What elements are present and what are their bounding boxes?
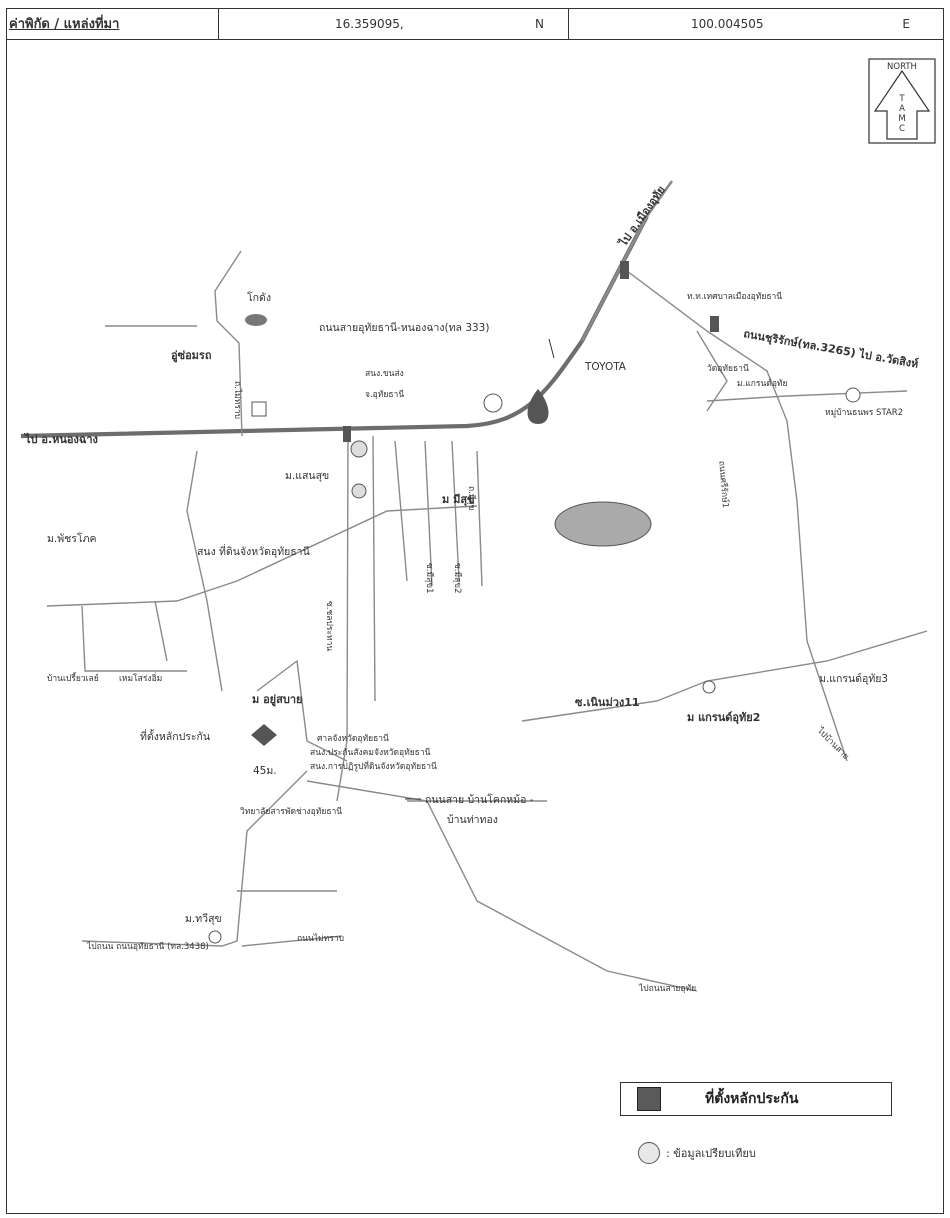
label-land-reform: สนง.การปฏิรูปที่ดินจังหวัดอุทัยธานี <box>310 760 437 772</box>
longitude-value: 100.004505 <box>691 16 764 31</box>
label-road-kok: ถนนสาย บ้านโคกหม้อ - <box>425 793 534 806</box>
label-u-som: อู่ซ่อมรถ <box>171 349 212 363</box>
label-collateral-site: ที่ตั้งหลักประกัน <box>140 729 210 743</box>
compare-circle-icon <box>638 1142 660 1164</box>
north-arrow: NORTH T A M C <box>868 58 936 144</box>
label-social-security: สนง.ประกันสังคมจังหวัดอุทัยธานี <box>310 747 431 758</box>
label-road-meesuk: ถ.มีสุข <box>466 486 477 511</box>
header-label: ค่าพิกัด / แหล่งที่มา <box>9 17 120 32</box>
landmark-block <box>343 426 351 442</box>
label-to-nongchang: ไป อ.หนองฉาง <box>23 432 98 446</box>
coordinate-header: ค่าพิกัด / แหล่งที่มา 16.359095, N 100.0… <box>6 8 944 40</box>
label-kokdang: โกดัง <box>247 291 271 304</box>
honda-icon <box>251 401 267 417</box>
collateral-site-marker <box>251 724 277 746</box>
collateral-legend: ที่ตั้งหลักประกัน <box>620 1082 892 1116</box>
label-court: ศาลจังหวัดอุทัยธานี <box>317 733 389 744</box>
label-road333: ถนนสายอุทัยธานี-หนองฉาง(ทล 333) <box>319 321 489 334</box>
compare-marker <box>351 483 367 499</box>
label-m-taweesuk: ม.ทวีสุข <box>185 912 222 925</box>
compass-letter: M <box>898 114 905 124</box>
road333-pointer <box>548 338 555 359</box>
label-village-star: หมู่บ้านธนพร STAR2 <box>825 407 903 418</box>
village-icon <box>208 930 222 944</box>
label-soi-noen: ซ.เนินม่วง11 <box>575 696 640 709</box>
landmark-block <box>710 316 719 332</box>
road-network <box>20 180 928 992</box>
label-soi-road: ถ.ไม่ทราบ <box>232 381 243 419</box>
compare-marker <box>350 440 368 458</box>
label-m-yusabai: ม อยู่สบาย <box>252 693 302 707</box>
location-map: NORTH T A M C <box>20 58 936 994</box>
map-labels: โกดัง อู่ซ่อมรถ ถนนสายอุทัยธานี-หนองฉาง(… <box>23 183 920 994</box>
village-icon <box>845 387 861 403</box>
map-frame <box>6 8 944 1214</box>
compare-legend: : ข้อมูลเปรียบเทียบ <box>638 1142 756 1164</box>
label-police-bottom: จ.อุทัยธานี <box>365 389 404 400</box>
longitude-cell: 100.004505 E <box>569 8 944 39</box>
label-m-saensuk: ม.แสนสุข <box>285 470 329 482</box>
landmark-block <box>620 261 629 279</box>
label-muangnoi: บ้านเปรี้ยวเลย์ <box>47 672 99 684</box>
compass-letter: T <box>898 94 905 104</box>
label-police-top: สนง.ขนส่ง <box>365 369 404 379</box>
label-municipality: ท.ท.เทศบาลเมืองอุทัยธานี <box>687 291 782 302</box>
label-m-grand2: ม แกรนด์อุทัย2 <box>687 711 760 725</box>
latitude-direction: N <box>535 16 544 31</box>
label-soi-meesuk2: ซ.มีสุข2 <box>452 563 463 593</box>
label-m-pattana: ม.พัชรโภค <box>47 532 97 545</box>
header-label-cell: ค่าพิกัด / แหล่งที่มา <box>6 8 219 39</box>
label-road-kok2: บ้านท่าทอง <box>447 814 498 826</box>
label-road-ak: ถนนศรีรักษ์1 <box>716 460 731 508</box>
label-to-city: ไป อ.เมืองอุทัย <box>615 183 669 251</box>
label-m-grand3: ม.แกรนด์อุทัย3 <box>819 672 888 685</box>
compass-letter: C <box>899 124 905 134</box>
longitude-direction: E <box>902 16 910 31</box>
label-temple: วัดอุทัยธานี <box>707 363 749 374</box>
label-bottom-road: ไปถนน ถนนอุทัยธานี (ทล.3438) <box>86 941 209 952</box>
label-road-3265: ถนนชุริรักษ์(ทล.3265) ไป อ.วัดสิงห์ <box>742 326 919 372</box>
right-road <box>626 270 848 762</box>
ptt-icon <box>527 389 549 424</box>
label-m-grand1: ม.แกรนด์อุทัย <box>737 378 788 389</box>
compare-legend-label: : ข้อมูลเปรียบเทียบ <box>666 1147 756 1160</box>
village-icon <box>702 680 716 694</box>
label-to-right-bottom: ไปถนนสายอุทัย <box>638 983 696 994</box>
compass-letter: A <box>899 104 905 114</box>
lake-marker <box>554 501 652 547</box>
label-road-ring: ไปบ้านสาย <box>814 725 851 762</box>
warehouse-icon <box>245 314 267 326</box>
vertical-road <box>336 435 349 802</box>
label-soi-vertical: ซ.ชลประทาน <box>324 601 334 651</box>
label-toyota: TOYOTA <box>584 361 627 373</box>
label-soi-meesuk1: ซ.มีสุข1 <box>424 563 435 593</box>
north-label: NORTH <box>887 62 917 72</box>
label-hemsuk: เหมโสร่งอิ่ม <box>119 672 162 684</box>
label-land-office: สนง ที่ดินจังหวัดอุทัยธานี <box>197 544 310 558</box>
label-m-meesuk: ม มีสุข <box>442 493 475 507</box>
label-distance-45m: 45ม. <box>253 765 277 777</box>
label-college: วิทยาลัยสารพัดช่างอุทัยธานี <box>240 806 343 817</box>
latitude-value: 16.359095, <box>335 16 404 31</box>
label-bottom-road2: ถนนไม่ทราบ <box>297 933 344 944</box>
fuel-station-icon <box>483 393 503 413</box>
collateral-legend-label: ที่ตั้งหลักประกัน <box>705 1091 799 1107</box>
map-symbols <box>208 261 861 944</box>
latitude-cell: 16.359095, N <box>219 8 569 39</box>
collateral-swatch <box>637 1087 661 1111</box>
